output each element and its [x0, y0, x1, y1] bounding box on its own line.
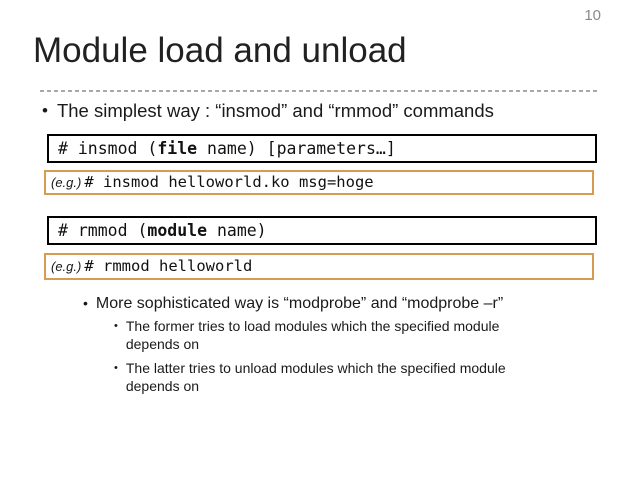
- bullet-modprobe-text: More sophisticated way is “modprobe” and…: [95, 295, 504, 312]
- bullet-simplest-way: • The simplest way : “insmod” and “rmmod…: [42, 99, 494, 123]
- rmmod-syntax-pre: # rmmod (: [58, 221, 148, 240]
- insmod-example-code: # insmod helloworld.ko msg=hoge: [84, 173, 374, 191]
- sub-bullet-latter-text: The latter tries to unload modules which…: [125, 360, 506, 394]
- rmmod-example-code: # rmmod helloworld: [84, 257, 253, 275]
- bullet-icon: •: [83, 295, 88, 311]
- bullet-icon: •: [114, 362, 118, 374]
- sub-bullet-former: • The former tries to load modules which…: [114, 317, 564, 353]
- rmmod-syntax-post: name): [207, 221, 267, 240]
- rmmod-syntax-box: # rmmod (module name): [47, 216, 597, 245]
- insmod-syntax-pre: # insmod (: [58, 139, 158, 158]
- insmod-syntax-box: # insmod (file name) [parameters…]: [47, 134, 597, 163]
- insmod-syntax-post: name) [parameters…]: [197, 139, 396, 158]
- sub-bullet-former-text: The former tries to load modules which t…: [125, 318, 500, 352]
- rmmod-example-box: (e.g.) # rmmod helloworld: [44, 253, 594, 280]
- rmmod-example-label: (e.g.): [51, 259, 82, 274]
- title-divider-dashed: [40, 90, 598, 92]
- sub-bullet-latter: • The latter tries to unload modules whi…: [114, 359, 564, 395]
- insmod-example-label: (e.g.): [51, 175, 82, 190]
- insmod-example-box: (e.g.) # insmod helloworld.ko msg=hoge: [44, 170, 594, 195]
- insmod-syntax-bold-arg: file: [157, 139, 198, 158]
- rmmod-syntax-bold-arg: module: [147, 221, 208, 240]
- page-number: 10: [584, 7, 601, 24]
- slide-title: Module load and unload: [33, 31, 407, 70]
- bullet-icon: •: [42, 101, 48, 120]
- modprobe-sub-bullets: • The former tries to load modules which…: [114, 317, 564, 401]
- bullet-simplest-way-text: The simplest way : “insmod” and “rmmod” …: [56, 100, 494, 121]
- bullet-modprobe: • More sophisticated way is “modprobe” a…: [83, 293, 503, 314]
- bullet-icon: •: [114, 320, 118, 332]
